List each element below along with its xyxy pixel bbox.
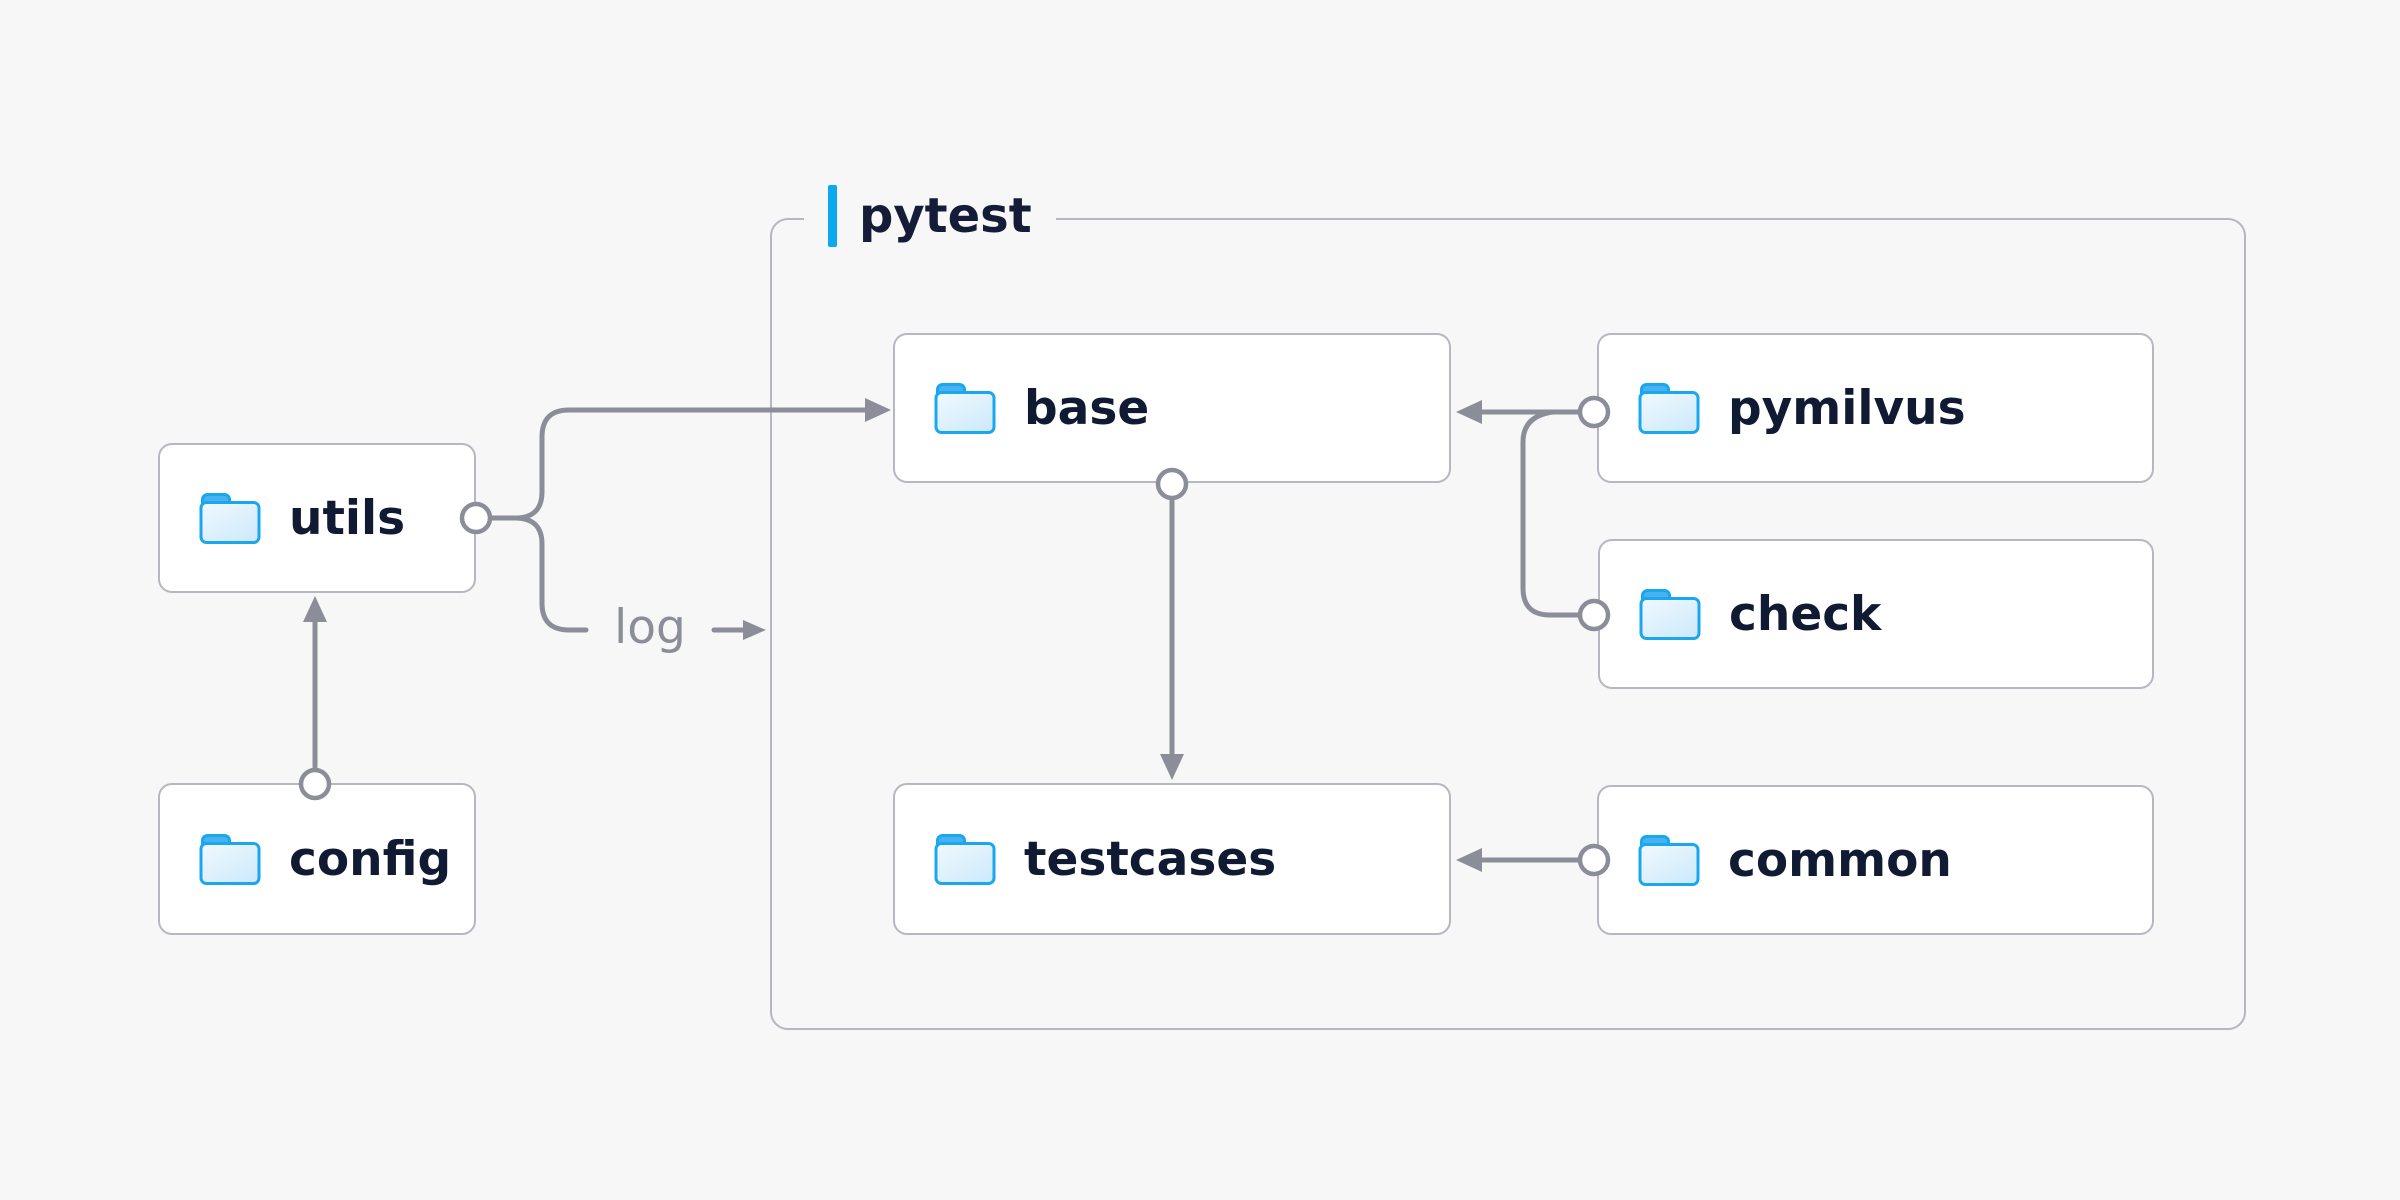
folder-icon (1638, 835, 1700, 886)
node-utils: utils (158, 443, 476, 593)
folder-icon (1638, 383, 1700, 434)
accent-bar-icon (828, 185, 837, 247)
node-label: check (1729, 586, 1882, 642)
node-common: common (1597, 785, 2154, 935)
node-pymilvus: pymilvus (1597, 333, 2154, 483)
node-base: base (893, 333, 1451, 483)
folder-icon (934, 383, 996, 434)
node-testcases: testcases (893, 783, 1451, 935)
node-label: testcases (1024, 831, 1277, 887)
folder-icon (1639, 589, 1701, 640)
folder-icon (934, 834, 996, 885)
folder-icon (199, 834, 261, 885)
edge-label-log: log (614, 600, 686, 655)
pytest-container (770, 218, 2246, 1030)
node-label: config (289, 831, 452, 887)
arrowhead-right (743, 620, 766, 640)
node-label: utils (289, 490, 406, 546)
node-label: pymilvus (1728, 380, 1966, 436)
container-label-text: pytest (859, 188, 1032, 244)
edge-config-utils (298, 596, 332, 801)
node-check: check (1598, 539, 2154, 689)
arrowhead-up (303, 596, 327, 622)
node-label: common (1728, 832, 1952, 888)
folder-icon (199, 493, 261, 544)
node-config: config (158, 783, 476, 935)
container-label: pytest (804, 184, 1056, 248)
node-label: base (1024, 380, 1150, 436)
